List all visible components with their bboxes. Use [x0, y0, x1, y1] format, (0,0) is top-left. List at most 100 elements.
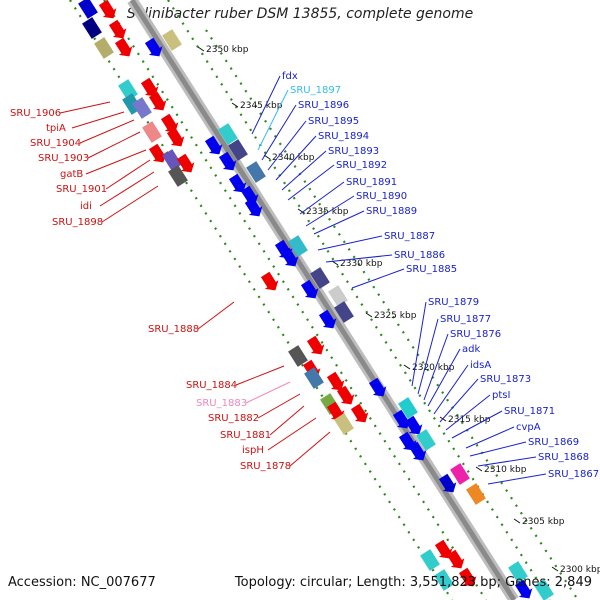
gene-features — [78, 0, 554, 600]
gene-label-reverse: SRU_1882 — [208, 413, 259, 424]
gene-arrow — [392, 409, 411, 429]
gene-label-forward: SRU_1867 — [548, 469, 599, 480]
gene-block — [334, 301, 354, 323]
gene-block-rect — [246, 161, 266, 183]
label-leader — [417, 318, 439, 395]
label-leader — [275, 135, 317, 181]
label-leader — [299, 181, 345, 215]
gene-block — [260, 271, 279, 291]
gene-arrow — [326, 401, 345, 421]
gene-block — [132, 97, 152, 119]
gene-block — [534, 579, 554, 600]
label-leader — [245, 381, 291, 404]
gene-block-rect — [288, 235, 308, 257]
label-leader — [281, 150, 327, 191]
label-leader — [87, 131, 141, 159]
gene-block — [434, 539, 453, 559]
label-leader — [289, 431, 331, 467]
tick-mark — [297, 208, 305, 214]
label-leader — [439, 378, 479, 423]
gene-label-reverse: SRU_1901 — [56, 184, 107, 195]
gene-block — [288, 235, 308, 257]
gene-label-reverse: SRU_1883 — [196, 398, 247, 409]
gene-block-rect — [218, 123, 238, 145]
label-leader — [257, 89, 289, 151]
gene-label-forward: SRU_1869 — [528, 437, 579, 448]
gene-block-rect — [78, 0, 98, 19]
label-leader — [487, 473, 547, 485]
gene-arrow — [140, 77, 159, 97]
gene-arrow — [148, 91, 167, 111]
label-leader — [433, 364, 469, 415]
label-leader — [445, 394, 491, 431]
gene-arrow — [260, 271, 279, 291]
gene-label-forward: idsA — [470, 360, 491, 371]
label-leader — [427, 348, 461, 407]
gene-block-rect — [162, 149, 182, 171]
gene-arrow — [166, 127, 185, 147]
gene-block-rect — [420, 549, 440, 571]
gene-block — [82, 17, 102, 39]
gene-arrow — [160, 113, 179, 133]
gene-block-rect — [328, 285, 348, 307]
gene-block — [108, 19, 127, 39]
gene-label-forward: SRU_1891 — [346, 177, 397, 188]
gene-block — [94, 37, 114, 59]
gene-block-rect — [168, 165, 188, 187]
label-leader — [99, 171, 155, 207]
gene-block — [416, 429, 436, 451]
tick-label: 2320 kbp — [412, 363, 455, 373]
label-leader — [451, 410, 503, 439]
gene-label-forward: SRU_1885 — [406, 264, 457, 275]
dotted-guide-inner-left — [103, 0, 487, 600]
label-leader — [235, 365, 285, 386]
gene-block-rect — [534, 579, 554, 600]
gene-label-forward: SRU_1893 — [328, 146, 379, 157]
gene-block — [310, 267, 330, 289]
gene-block-rect — [94, 37, 114, 59]
label-leader — [477, 456, 537, 467]
gene-label-forward: SRU_1895 — [308, 116, 359, 127]
gene-label-forward: SRU_1871 — [504, 406, 555, 417]
gene-block-rect — [398, 397, 418, 419]
label-leader — [325, 254, 393, 263]
gene-block — [142, 121, 162, 143]
gene-block — [368, 377, 387, 397]
label-leader — [313, 210, 365, 235]
gene-arrow — [350, 403, 369, 423]
gene-arrow — [514, 579, 533, 599]
gene-arrow — [458, 567, 477, 587]
gene-block — [326, 371, 345, 391]
gene-arrow — [98, 0, 117, 19]
gene-block — [280, 247, 299, 267]
gene-label-forward: SRU_1876 — [450, 329, 501, 340]
gene-block — [176, 153, 195, 173]
gene-label-reverse: SRU_1888 — [148, 324, 199, 335]
gene-label-forward: SRU_1889 — [366, 206, 417, 217]
label-leader — [267, 417, 317, 451]
gene-label-forward: SRU_1873 — [480, 374, 531, 385]
gene-block — [246, 161, 266, 183]
gene-arrow — [438, 473, 457, 493]
accession-label: Accession: NC_007677 — [8, 575, 156, 590]
gene-arrow — [204, 135, 223, 155]
map-title: Salinibacter ruber DSM 13855, complete g… — [126, 6, 474, 22]
label-leader — [71, 111, 125, 129]
gene-block — [114, 37, 133, 57]
gene-block — [162, 29, 182, 51]
gene-label-forward: SRU_1894 — [318, 131, 369, 142]
gene-arrow — [368, 377, 387, 397]
gene-label-reverse: ispH — [242, 445, 264, 456]
gene-block-rect — [288, 345, 308, 367]
gene-block-rect — [416, 429, 436, 451]
gene-block — [144, 37, 163, 57]
genome-backbone — [127, 0, 519, 600]
label-leader — [351, 268, 405, 289]
gene-block-rect — [334, 413, 354, 435]
gene-block-rect — [228, 139, 248, 161]
label-leader — [305, 195, 355, 227]
gene-label-forward: SRU_1892 — [336, 160, 387, 171]
gene-block — [148, 143, 167, 163]
tick-label: 2300 kbp — [560, 565, 600, 575]
